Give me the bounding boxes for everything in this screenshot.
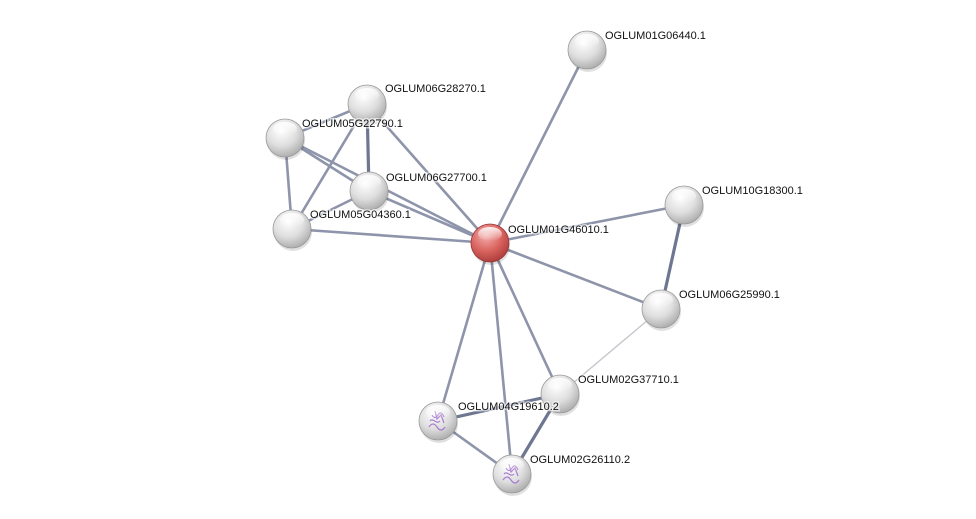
protein-node[interactable] <box>349 171 389 213</box>
edge[interactable] <box>488 49 589 244</box>
protein-node[interactable] <box>272 209 312 251</box>
protein-node[interactable] <box>265 118 305 160</box>
edge[interactable] <box>437 392 561 423</box>
protein-node[interactable] <box>418 401 458 443</box>
edge[interactable] <box>489 203 685 245</box>
edge[interactable] <box>488 242 562 395</box>
edge[interactable] <box>291 227 491 245</box>
edge[interactable] <box>290 103 369 230</box>
protein-node[interactable] <box>492 454 532 496</box>
protein-node[interactable] <box>664 185 704 227</box>
edge[interactable] <box>366 103 491 244</box>
protein-node[interactable] <box>347 84 387 126</box>
node-label[interactable]: OGLUM02G26110.2 <box>529 453 632 468</box>
node-label[interactable]: OGLUM05G04360.1 <box>309 208 413 223</box>
node-label[interactable]: OGLUM04G19610.2 <box>457 400 561 415</box>
node-label[interactable]: OGLUM10G18300.1 <box>701 184 805 199</box>
node-label[interactable]: OGLUM01G46010.1 <box>507 223 611 238</box>
protein-node[interactable] <box>540 374 580 416</box>
protein-node[interactable] <box>567 30 607 72</box>
node-label[interactable]: OGLUM01G06440.1 <box>604 29 708 44</box>
node-label[interactable]: OGLUM06G25990.1 <box>678 288 782 303</box>
edge[interactable] <box>368 189 491 245</box>
edge[interactable] <box>489 241 662 311</box>
edge[interactable] <box>559 308 662 395</box>
edge[interactable] <box>488 242 514 475</box>
node-label[interactable]: OGLUM06G28270.1 <box>384 82 488 97</box>
query-node[interactable] <box>470 223 510 265</box>
node-label[interactable]: OGLUM06G27700.1 <box>385 171 489 186</box>
node-label[interactable]: OGLUM05G22790.1 <box>301 117 405 132</box>
node-label[interactable]: OGLUM02G37710.1 <box>577 373 681 388</box>
protein-node[interactable] <box>641 289 681 331</box>
edge[interactable] <box>436 242 492 422</box>
